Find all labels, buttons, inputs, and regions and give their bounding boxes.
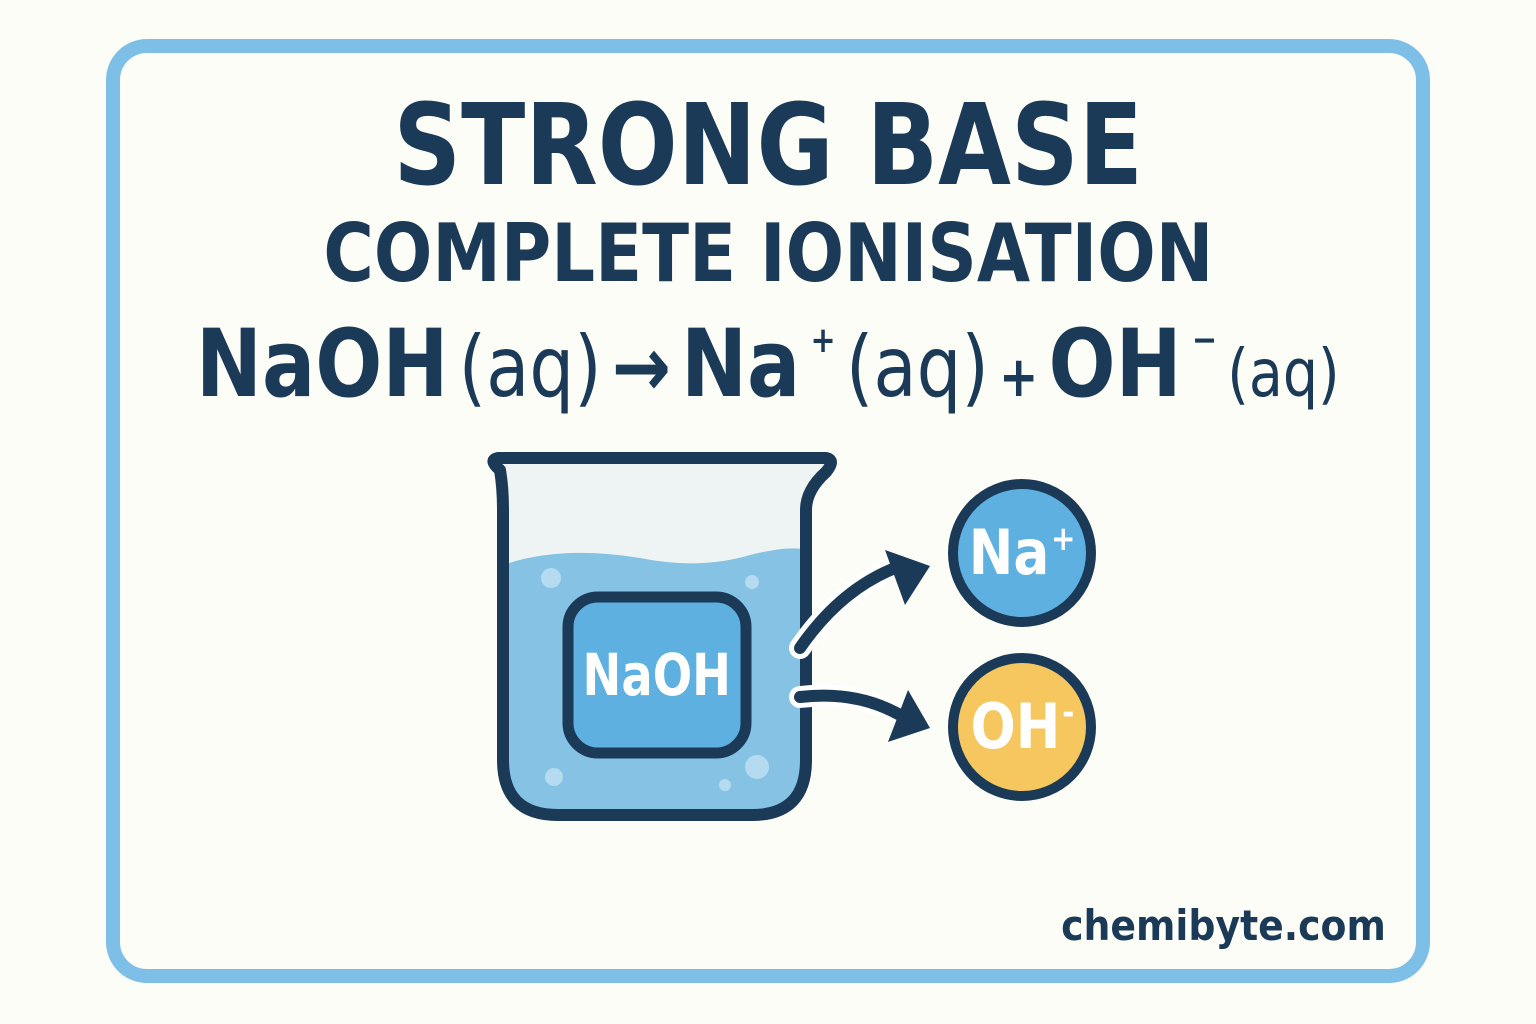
- equation-reactant: NaOH: [196, 310, 449, 419]
- arrow-to-na-icon: [794, 562, 901, 654]
- equation-product1-charge: +: [810, 320, 836, 361]
- bubble: [745, 755, 769, 779]
- equation-reactant-state: (aq): [458, 318, 602, 416]
- equation-plus: +: [999, 345, 1039, 410]
- bubble: [719, 779, 731, 791]
- chemical-equation: NaOH (aq) → Na + (aq) + OH − (aq): [0, 318, 1536, 412]
- subtitle-row: COMPLETE IONISATION: [0, 214, 1536, 294]
- dissociation-arrows: [789, 550, 930, 742]
- bubble: [745, 575, 759, 589]
- subtitle: COMPLETE IONISATION: [323, 207, 1213, 300]
- bubble: [545, 768, 563, 786]
- equation-product2-state: (aq): [1227, 335, 1340, 412]
- arrow-to-oh-icon: [794, 689, 911, 724]
- na-ion-charge: +: [1050, 519, 1076, 559]
- arrowhead-icon: [885, 550, 930, 605]
- beaker-label-wrap: NaOH: [568, 646, 746, 704]
- naoh-box: [562, 591, 752, 759]
- beaker-label: NaOH: [582, 641, 732, 709]
- beaker: [487, 452, 837, 821]
- sodium-ion: Na +: [953, 522, 1091, 584]
- title: STRONG BASE: [393, 81, 1143, 211]
- bubble: [541, 568, 561, 588]
- equation-product1-state: (aq): [846, 318, 990, 416]
- na-ion-label: Na: [968, 516, 1050, 589]
- reaction-arrow-icon: →: [611, 318, 672, 416]
- equation-product2: OH: [1048, 310, 1182, 419]
- footer-site: chemibyte.com: [1061, 901, 1386, 950]
- oh-ion-label: OH: [970, 690, 1061, 763]
- title-row: STRONG BASE: [0, 90, 1536, 202]
- hydroxide-ion: OH -: [953, 696, 1091, 758]
- arrowhead-icon: [888, 690, 930, 742]
- sodium-ion-circle: [948, 479, 1096, 627]
- oh-ion-charge: -: [1061, 693, 1074, 733]
- equation-product1: Na: [681, 310, 801, 419]
- equation-product2-charge: −: [1192, 320, 1218, 361]
- beaker-outline: [487, 452, 837, 821]
- hydroxide-ion-circle: [948, 653, 1096, 801]
